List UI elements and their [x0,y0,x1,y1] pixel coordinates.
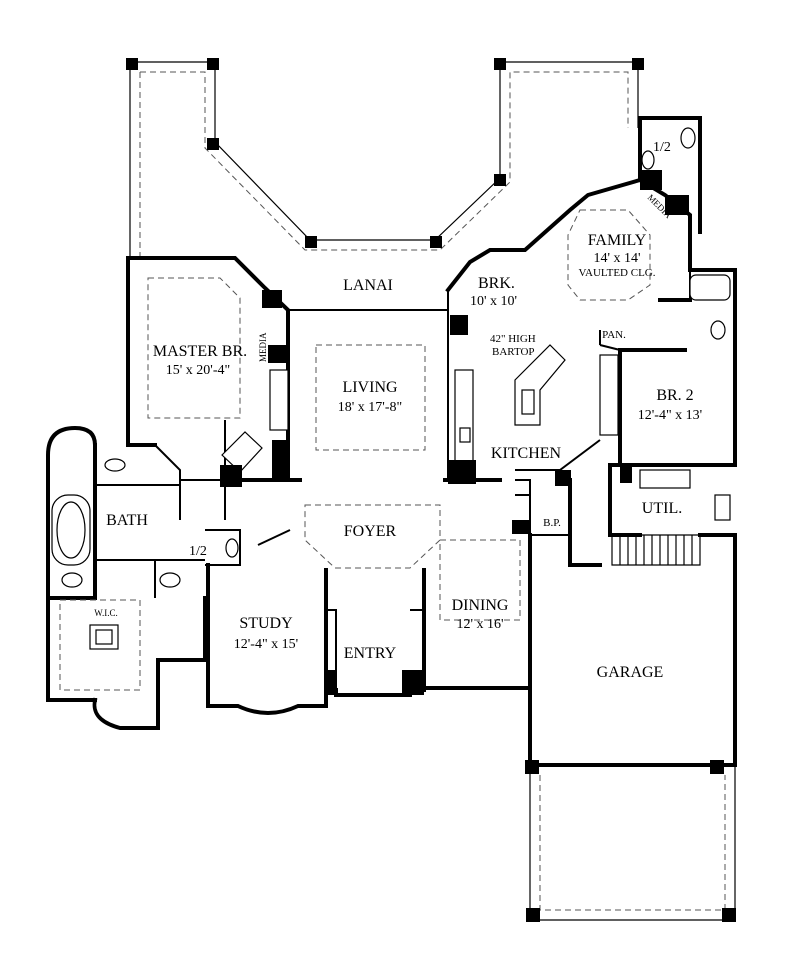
family-label: FAMILY [588,232,647,249]
study-dim: 12'-4" x 15' [234,637,298,652]
brk-dim: 10' x 10' [470,294,517,309]
dining-dim: 12' x 16' [456,617,503,632]
lanai-label: LANAI [343,277,393,294]
pan-label: PAN. [602,329,626,341]
brk-label: BRK. [478,275,515,292]
living-label: LIVING [342,379,398,396]
family-dim: 14' x 14' [593,251,640,266]
garage-apron [526,765,736,922]
room-labels: LANAI FAMILY 14' x 14' VAULTED CLG. BRK.… [94,140,702,681]
interior-walls [95,270,691,690]
ceiling-outlines [59,209,651,691]
fixtures [51,127,731,774]
foyer-label: FOYER [344,523,397,540]
half-bath-left-label: 1/2 [189,544,207,559]
half-bath-right-label: 1/2 [653,140,671,155]
lanai-outline [126,58,644,258]
media-master-label: MEDIA [258,332,268,362]
garage-label: GARAGE [597,664,664,681]
kitchen-label: KITCHEN [491,445,562,462]
bp-label: B.P. [543,517,561,529]
master-label: MASTER BR. [153,343,247,360]
family-note: VAULTED CLG. [578,267,655,279]
bartop-note-2: BARTOP [492,346,535,358]
wic-label: W.I.C. [94,608,117,618]
bath-label: BATH [106,512,148,529]
bartop-note-1: 42" HIGH [490,333,536,345]
dining-label: DINING [452,597,509,614]
br2-label: BR. 2 [656,387,693,404]
living-dim: 18' x 17'-8" [338,400,402,415]
entry-label: ENTRY [344,645,397,662]
br2-dim: 12'-4" x 13' [638,408,702,423]
exterior-walls [46,116,737,767]
stairs [611,534,701,566]
study-label: STUDY [239,615,293,632]
master-dim: 15' x 20'-4" [166,363,230,378]
util-label: UTIL. [642,500,682,517]
